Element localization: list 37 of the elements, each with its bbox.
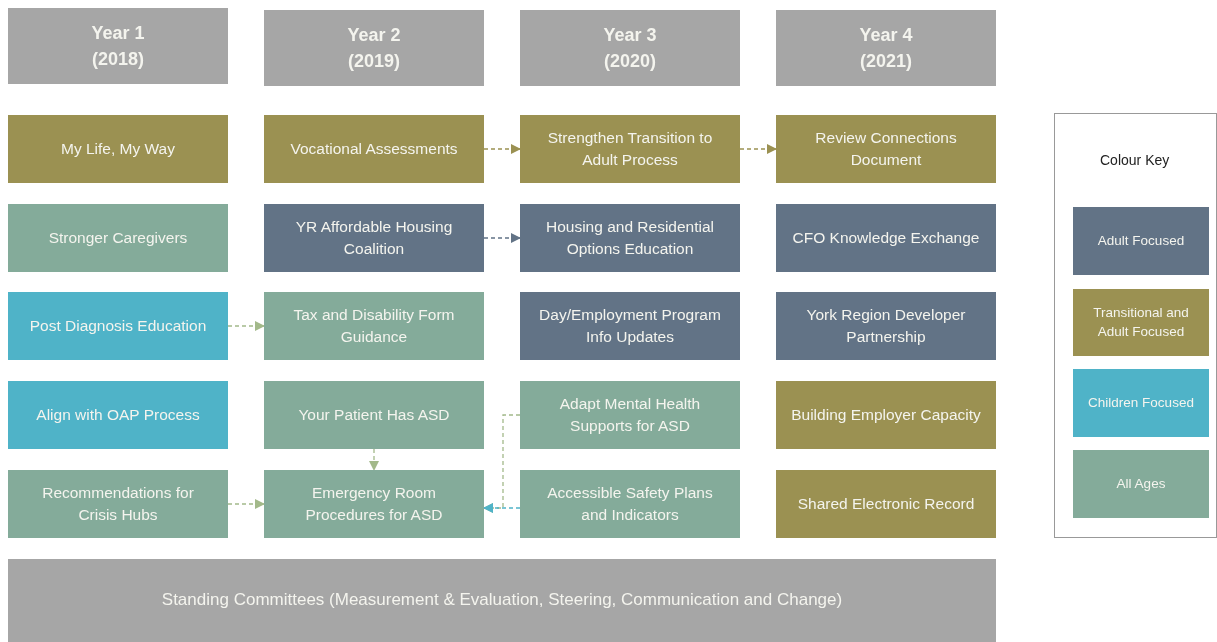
dashed-arrow — [483, 503, 521, 513]
initiative-box: Building Employer Capacity — [776, 381, 996, 449]
legend-swatch: Children Focused — [1073, 369, 1209, 437]
dashed-arrow — [483, 233, 521, 243]
initiative-box: Recommendations for Crisis Hubs — [8, 470, 228, 538]
year-header: Year 1 (2018) — [8, 8, 228, 84]
initiative-box: Post Diagnosis Education — [8, 292, 228, 360]
initiative-box: Shared Electronic Record — [776, 470, 996, 538]
committee-banner: Standing Committees (Measurement & Evaluation, Steering, Communication and Change) — [8, 559, 996, 642]
initiative-box: My Life, My Way — [8, 115, 228, 183]
legend-title: Colour Key — [1100, 152, 1170, 168]
initiative-box: Strengthen Transition to Adult Process — [520, 115, 740, 183]
initiative-box: Align with OAP Process — [8, 381, 228, 449]
initiative-box: YR Affordable Housing Coalition — [264, 204, 484, 272]
initiative-box: Your Patient Has ASD — [264, 381, 484, 449]
initiative-box: Tax and Disability Form Guidance — [264, 292, 484, 360]
initiative-box: Review Connections Document — [776, 115, 996, 183]
dashed-arrow — [483, 144, 521, 154]
legend-swatch: All Ages — [1073, 450, 1209, 518]
dashed-arrow — [227, 499, 265, 509]
year-header: Year 3 (2020) — [520, 10, 740, 86]
initiative-box: Vocational Assessments — [264, 115, 484, 183]
initiative-box: Housing and Residential Options Education — [520, 204, 740, 272]
legend-swatch: Transitional and Adult Focused — [1073, 289, 1209, 356]
initiative-box: Emergency Room Procedures for ASD — [264, 470, 484, 538]
initiative-box: Adapt Mental Health Supports for ASD — [520, 381, 740, 449]
initiative-box: Stronger Caregivers — [8, 204, 228, 272]
dashed-arrow — [369, 448, 379, 471]
legend-swatch: Adult Focused — [1073, 207, 1209, 275]
initiative-box: Accessible Safety Plans and Indicators — [520, 470, 740, 538]
dashed-arrow — [739, 144, 777, 154]
initiative-box: Day/Employment Program Info Updates — [520, 292, 740, 360]
dashed-arrow — [227, 321, 265, 331]
year-header: Year 4 (2021) — [776, 10, 996, 86]
initiative-box: York Region Developer Partnership — [776, 292, 996, 360]
year-header: Year 2 (2019) — [264, 10, 484, 86]
initiative-box: CFO Knowledge Exchange — [776, 204, 996, 272]
